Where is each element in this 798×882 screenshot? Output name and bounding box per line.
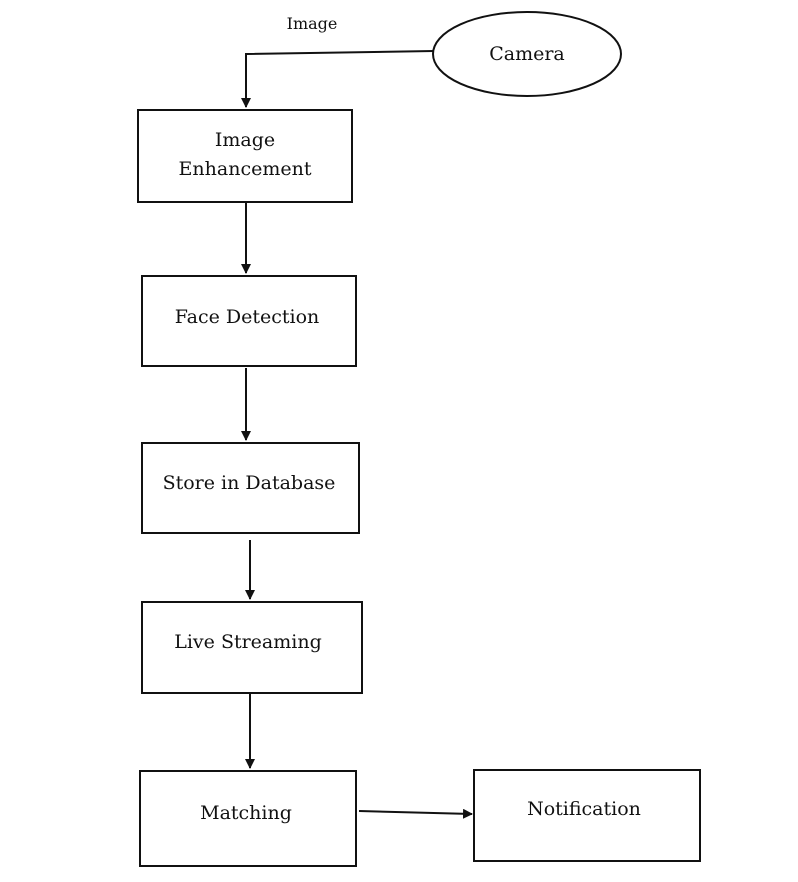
node-store-in-database-shape: [141, 442, 360, 534]
edge-matching-to-notification: [358, 808, 473, 819]
edge-label-image: Image: [287, 14, 338, 33]
node-face-detection: Face Detection: [141, 275, 357, 367]
node-live-streaming: Live Streaming: [141, 601, 363, 694]
node-image-enhancement-label-line1: Image: [215, 129, 275, 151]
edge-camera-to-image-enhancement: Image: [241, 14, 435, 108]
node-live-streaming-label: Live Streaming: [174, 631, 322, 653]
node-notification: Notification: [473, 769, 701, 862]
node-image-enhancement-label-line2: Enhancement: [179, 158, 312, 180]
node-camera-shape: [432, 11, 622, 97]
node-face-detection-shape: [141, 275, 357, 367]
node-camera: Camera: [432, 11, 622, 97]
node-notification-shape: [473, 769, 701, 862]
node-live-streaming-shape: [141, 601, 363, 694]
edge-camera-to-image-enhancement-line: [241, 50, 435, 108]
node-store-in-database: Store in Database: [141, 442, 360, 534]
node-notification-label: Notification: [527, 798, 641, 820]
node-matching-label: Matching: [200, 802, 292, 824]
node-camera-label: Camera: [489, 43, 565, 65]
node-store-in-database-label: Store in Database: [163, 472, 336, 494]
node-matching-shape: [139, 770, 357, 867]
node-matching: Matching: [139, 770, 357, 867]
node-image-enhancement: Image Enhancement: [137, 109, 353, 203]
node-face-detection-label: Face Detection: [175, 306, 320, 328]
node-image-enhancement-shape: [137, 109, 353, 203]
